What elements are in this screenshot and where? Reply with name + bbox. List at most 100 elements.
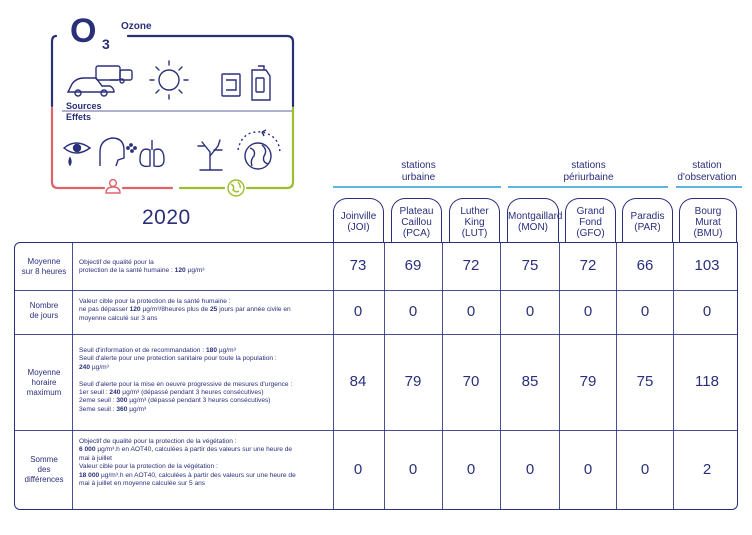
value-cell: 0 bbox=[640, 461, 650, 478]
row-description: Seuil d'information et de recommandation… bbox=[79, 347, 331, 414]
col-divider bbox=[72, 242, 73, 510]
value-cell: 69 bbox=[404, 257, 422, 274]
sun-icon bbox=[149, 60, 189, 100]
globe-icon bbox=[237, 129, 281, 170]
col-divider bbox=[384, 242, 385, 510]
description-line: Seuil d'alerte pour la mise en oeuvre pr… bbox=[79, 380, 293, 388]
value-cell: 0 bbox=[525, 303, 535, 320]
row-description: Objectif de qualité pour la protection d… bbox=[79, 438, 331, 488]
frame-left-top bbox=[50, 34, 58, 108]
value-cell: 0 bbox=[583, 303, 593, 320]
col-divider bbox=[442, 242, 443, 510]
value-cell: 0 bbox=[702, 303, 712, 320]
value-cell: 84 bbox=[349, 373, 367, 390]
effets-label: Effets bbox=[66, 112, 92, 122]
value-cell: 75 bbox=[521, 257, 539, 274]
car-truck-icon bbox=[66, 65, 133, 97]
description-line: moyenne calculé sur 3 ans bbox=[79, 314, 158, 322]
value-cell: 0 bbox=[408, 303, 418, 320]
station-header-mon: Montgaillard(MON) bbox=[507, 198, 562, 243]
value-cell: 0 bbox=[353, 461, 363, 478]
group-underline-urbaine bbox=[333, 186, 501, 188]
row-divider bbox=[14, 290, 738, 291]
value-cell: 118 bbox=[695, 373, 719, 390]
description-line: Objectif de qualité pour la protection d… bbox=[79, 438, 237, 445]
frame-bottom-left bbox=[50, 106, 106, 190]
description-line: 2eme seuil : 300 µg/m³ (dépassé pendant … bbox=[79, 397, 271, 405]
description-line: 18 000 µg/m³.h en AOT40, calculées à par… bbox=[79, 471, 296, 479]
value-cell: 2 bbox=[702, 461, 712, 478]
col-divider bbox=[333, 242, 334, 510]
description-line: Valeur cible pour la protection de la vé… bbox=[79, 463, 218, 471]
lungs-icon bbox=[139, 140, 165, 168]
value-cell: 0 bbox=[525, 461, 535, 478]
description-line: 3eme seuil : 360 µg/m³ bbox=[79, 405, 147, 413]
biosphere-icon bbox=[227, 179, 245, 197]
group-underline-observation bbox=[676, 186, 742, 188]
value-cell: 79 bbox=[579, 373, 597, 390]
dead-tree-icon bbox=[197, 139, 223, 171]
description-line: Objectif de qualité pour la bbox=[79, 259, 154, 266]
station-header-joi: Joinville(JOI) bbox=[333, 198, 384, 243]
description-line bbox=[79, 372, 331, 380]
row-description: Valeur cible pour la protection de la sa… bbox=[79, 298, 331, 323]
col-divider bbox=[500, 242, 501, 510]
row-divider bbox=[14, 430, 738, 431]
station-header-par: Paradis(PAR) bbox=[622, 198, 673, 243]
molecule-symbol: O bbox=[70, 12, 97, 50]
ozone-illustration bbox=[0, 0, 330, 235]
description-line: 1er seuil : 240 µg/m³ (dépassé pendant 3… bbox=[79, 389, 264, 397]
description-line: mai à juillet en moyenne calculée sur 5 … bbox=[79, 480, 206, 488]
description-line: 6 000 µg/m³.h en AOT40, calculées à part… bbox=[79, 446, 293, 454]
year-title: 2020 bbox=[142, 206, 191, 229]
col-divider bbox=[616, 242, 617, 510]
value-cell: 0 bbox=[640, 303, 650, 320]
value-cell: 66 bbox=[636, 257, 654, 274]
value-cell: 73 bbox=[349, 257, 367, 274]
value-cell: 0 bbox=[466, 461, 476, 478]
value-cell: 79 bbox=[404, 373, 422, 390]
sources-label: Sources bbox=[66, 101, 102, 111]
data-table bbox=[14, 242, 738, 510]
frame-top bbox=[126, 34, 295, 108]
frame-bottom-right bbox=[245, 106, 295, 190]
group-underline-periurbaine bbox=[508, 186, 668, 188]
value-cell: 72 bbox=[579, 257, 597, 274]
value-cell: 70 bbox=[462, 373, 480, 390]
value-cell: 0 bbox=[466, 303, 476, 320]
solvent-cans-icon bbox=[221, 65, 271, 101]
col-divider bbox=[559, 242, 560, 510]
person-icon bbox=[105, 178, 121, 194]
value-cell: 103 bbox=[694, 257, 720, 274]
col-divider bbox=[673, 242, 674, 510]
molecule-subscript: 3 bbox=[102, 36, 110, 52]
eye-irritation-icon bbox=[62, 142, 92, 167]
description-line: ne pas dépasser 120 µg/m³/8heures plus d… bbox=[79, 306, 291, 314]
description-line: Seuil d'alerte pour une protection sanit… bbox=[79, 355, 277, 363]
description-line: Seuil d'information et de recommandation… bbox=[79, 347, 236, 354]
row-divider bbox=[14, 334, 738, 335]
description-line: protection de la santé humaine : 120 µg/… bbox=[79, 267, 205, 275]
value-cell: 0 bbox=[408, 461, 418, 478]
value-cell: 0 bbox=[353, 303, 363, 320]
pollutant-name: Ozone bbox=[121, 21, 152, 32]
value-cell: 85 bbox=[521, 373, 539, 390]
value-cell: 0 bbox=[583, 461, 593, 478]
value-cell: 75 bbox=[636, 373, 654, 390]
description-line: Valeur cible pour la protection de la sa… bbox=[79, 298, 231, 305]
description-line: mai à juillet bbox=[79, 454, 112, 462]
cough-icon bbox=[99, 137, 137, 167]
value-cell: 72 bbox=[462, 257, 480, 274]
